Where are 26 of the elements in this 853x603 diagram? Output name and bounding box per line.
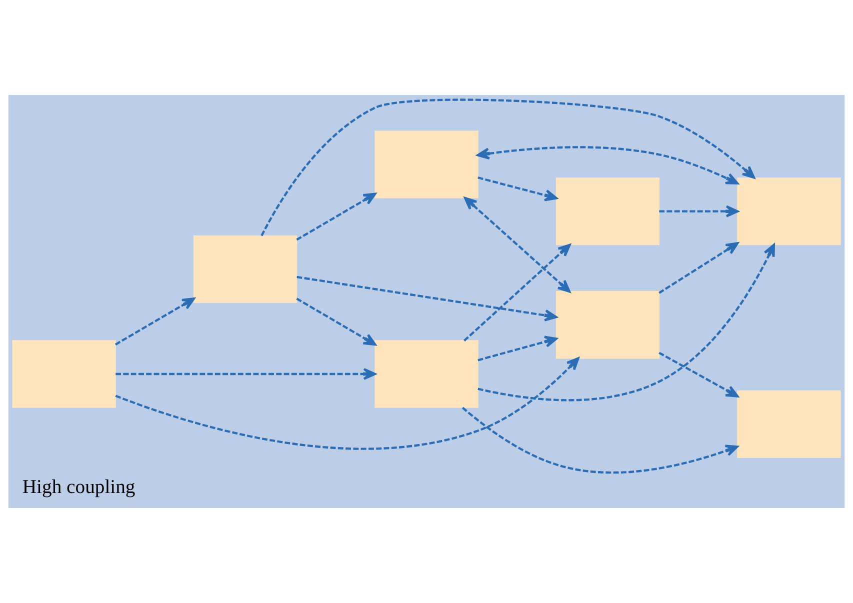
arrow [296,298,376,346]
arrow [115,357,580,450]
arrow [296,276,558,322]
node-box [12,340,116,408]
arrow [476,146,739,184]
arrow [658,242,739,294]
arrow [478,336,558,362]
node-box [737,390,841,458]
node-box [374,130,478,198]
arrow [464,244,571,342]
node-box [737,178,841,246]
arrow [478,244,776,402]
arrow [464,196,571,293]
arrow [658,352,739,398]
arrow [260,98,756,236]
arrow [659,205,739,218]
arrow [296,192,376,241]
arrow [116,368,376,380]
node-box [374,340,478,408]
node-box [193,235,298,304]
caption: High coupling [22,476,136,498]
arrow [478,176,558,202]
node-box [556,291,660,359]
arrow [114,298,196,346]
node-box [556,178,660,246]
arrow [462,406,738,474]
